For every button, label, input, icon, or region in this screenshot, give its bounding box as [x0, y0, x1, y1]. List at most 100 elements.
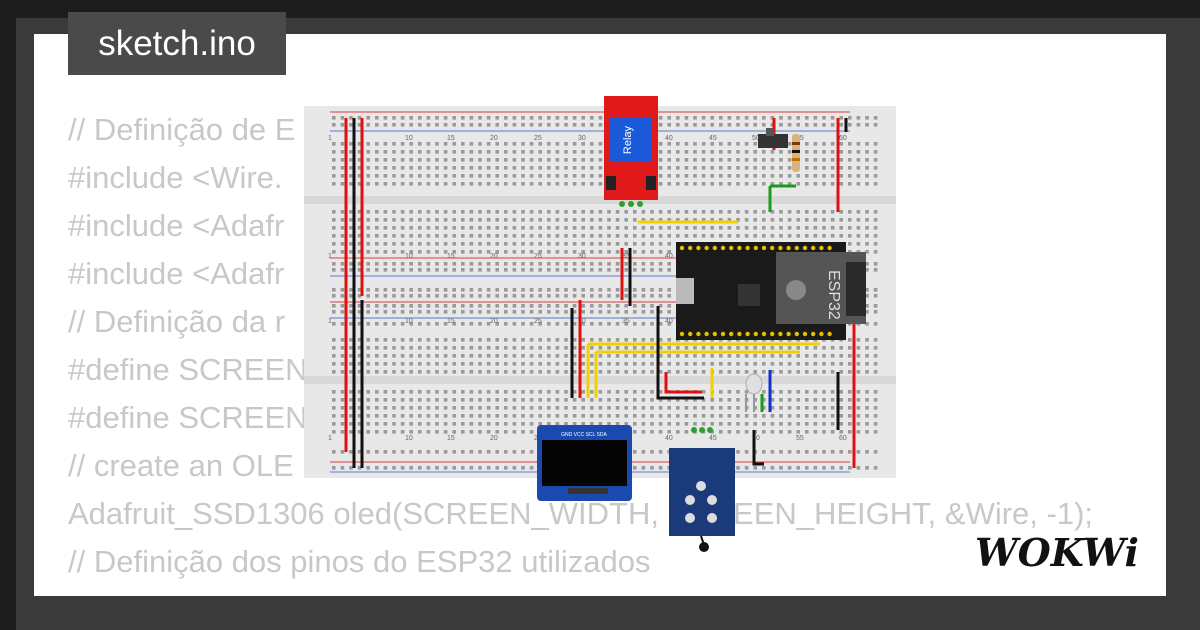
breadboard-hole[interactable]	[418, 430, 422, 434]
breadboard-hole[interactable]	[598, 338, 603, 342]
breadboard-hole[interactable]	[366, 123, 370, 127]
breadboard-hole[interactable]	[443, 362, 448, 366]
breadboard-hole[interactable]	[710, 226, 714, 230]
breadboard-hole[interactable]	[375, 322, 379, 326]
breadboard-hole[interactable]	[564, 294, 568, 298]
breadboard-hole[interactable]	[443, 310, 448, 314]
breadboard-hole[interactable]	[633, 414, 637, 418]
breadboard-hole[interactable]	[779, 390, 783, 394]
breadboard-hole[interactable]	[375, 226, 379, 230]
breadboard-hole[interactable]	[572, 150, 577, 154]
breadboard-hole[interactable]	[787, 158, 792, 162]
breadboard-hole[interactable]	[426, 288, 431, 292]
esp32-pin[interactable]	[778, 331, 783, 337]
breadboard-hole[interactable]	[762, 226, 766, 230]
breadboard-hole[interactable]	[349, 294, 353, 298]
breadboard-hole[interactable]	[641, 262, 646, 266]
breadboard-hole[interactable]	[340, 268, 345, 272]
breadboard-hole[interactable]	[615, 354, 620, 358]
breadboard-hole[interactable]	[495, 338, 499, 342]
breadboard-hole[interactable]	[478, 288, 482, 292]
breadboard-hole[interactable]	[495, 422, 499, 426]
breadboard-hole[interactable]	[538, 390, 542, 394]
breadboard-hole[interactable]	[349, 414, 353, 418]
breadboard-hole[interactable]	[332, 346, 336, 350]
breadboard-hole[interactable]	[340, 390, 345, 394]
breadboard-hole[interactable]	[495, 304, 499, 308]
breadboard-hole[interactable]	[727, 226, 732, 230]
breadboard-hole[interactable]	[615, 242, 620, 246]
breadboard-hole[interactable]	[813, 354, 818, 358]
breadboard-hole[interactable]	[805, 226, 809, 230]
breadboard-hole[interactable]	[340, 422, 345, 426]
breadboard-hole[interactable]	[830, 390, 835, 394]
breadboard-hole[interactable]	[822, 406, 826, 410]
breadboard-hole[interactable]	[495, 322, 499, 326]
breadboard-hole[interactable]	[633, 218, 637, 222]
breadboard-hole[interactable]	[848, 338, 852, 342]
breadboard-hole[interactable]	[400, 166, 405, 170]
breadboard-hole[interactable]	[650, 288, 654, 292]
breadboard-hole[interactable]	[418, 370, 422, 374]
breadboard-hole[interactable]	[830, 406, 835, 410]
breadboard-hole[interactable]	[598, 414, 603, 418]
breadboard-hole[interactable]	[512, 158, 517, 162]
breadboard-hole[interactable]	[624, 242, 628, 246]
breadboard-hole[interactable]	[512, 242, 517, 246]
breadboard-hole[interactable]	[409, 294, 413, 298]
breadboard-hole[interactable]	[547, 422, 551, 426]
breadboard-hole[interactable]	[452, 450, 456, 454]
breadboard-hole[interactable]	[495, 242, 499, 246]
breadboard-hole[interactable]	[340, 370, 345, 374]
breadboard-hole[interactable]	[375, 288, 379, 292]
breadboard-hole[interactable]	[856, 250, 861, 254]
breadboard-hole[interactable]	[787, 450, 792, 454]
breadboard-hole[interactable]	[426, 430, 431, 434]
breadboard-hole[interactable]	[555, 422, 560, 426]
breadboard-hole[interactable]	[504, 123, 508, 127]
breadboard-hole[interactable]	[615, 304, 620, 308]
breadboard-hole[interactable]	[667, 210, 671, 214]
breadboard-hole[interactable]	[684, 234, 689, 238]
breadboard-hole[interactable]	[624, 288, 628, 292]
breadboard-hole[interactable]	[555, 338, 560, 342]
breadboard-hole[interactable]	[813, 123, 818, 127]
breadboard-hole[interactable]	[435, 262, 439, 266]
breadboard-hole[interactable]	[486, 430, 491, 434]
breadboard-hole[interactable]	[848, 362, 852, 366]
breadboard-hole[interactable]	[641, 362, 646, 366]
breadboard-hole[interactable]	[366, 406, 370, 410]
breadboard-hole[interactable]	[848, 226, 852, 230]
breadboard-hole[interactable]	[770, 226, 775, 230]
breadboard-hole[interactable]	[830, 466, 835, 470]
breadboard-hole[interactable]	[805, 116, 809, 120]
breadboard-hole[interactable]	[787, 182, 792, 186]
breadboard-hole[interactable]	[873, 354, 878, 358]
breadboard-hole[interactable]	[770, 370, 775, 374]
breadboard-hole[interactable]	[796, 123, 800, 127]
breadboard-hole[interactable]	[719, 158, 723, 162]
breadboard-hole[interactable]	[435, 210, 439, 214]
breadboard-hole[interactable]	[590, 310, 594, 314]
breadboard-hole[interactable]	[521, 450, 525, 454]
breadboard-hole[interactable]	[856, 362, 861, 366]
breadboard-hole[interactable]	[848, 354, 852, 358]
breadboard-hole[interactable]	[435, 174, 439, 178]
breadboard-hole[interactable]	[667, 218, 671, 222]
breadboard-hole[interactable]	[383, 338, 388, 342]
breadboard-hole[interactable]	[340, 210, 345, 214]
breadboard-hole[interactable]	[770, 414, 775, 418]
breadboard-hole[interactable]	[873, 346, 878, 350]
breadboard-hole[interactable]	[418, 150, 422, 154]
breadboard-hole[interactable]	[779, 174, 783, 178]
breadboard-hole[interactable]	[529, 304, 534, 308]
breadboard-hole[interactable]	[383, 304, 388, 308]
breadboard-hole[interactable]	[744, 346, 749, 350]
breadboard-hole[interactable]	[830, 398, 835, 402]
breadboard-hole[interactable]	[701, 370, 706, 374]
breadboard-hole[interactable]	[658, 158, 663, 162]
breadboard-hole[interactable]	[504, 338, 508, 342]
breadboard-hole[interactable]	[830, 414, 835, 418]
breadboard-hole[interactable]	[495, 466, 499, 470]
breadboard-hole[interactable]	[461, 304, 465, 308]
